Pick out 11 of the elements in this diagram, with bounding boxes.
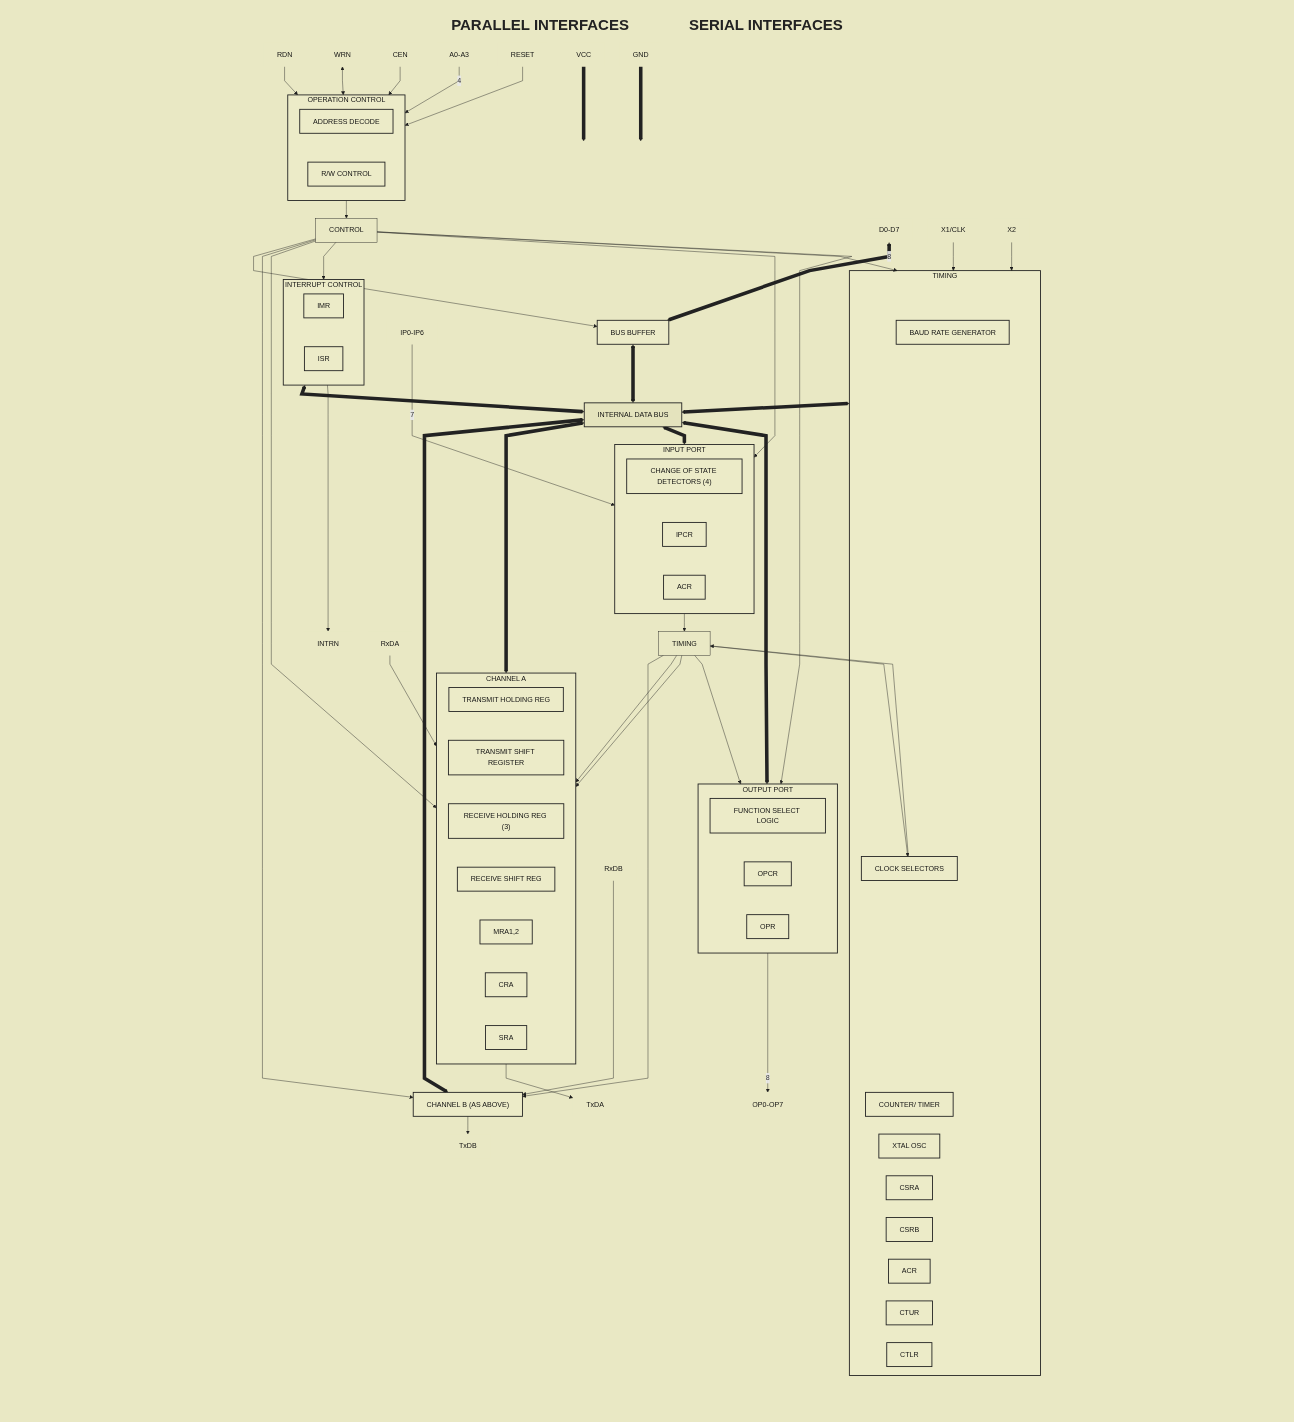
arrow: [681, 401, 850, 414]
arrow: [638, 66, 643, 142]
bracket-label: PARALLEL INTERFACES: [451, 16, 629, 33]
arrow: [662, 425, 687, 445]
arrow: [299, 385, 585, 414]
bracket-label: SERIAL INTERFACES: [688, 16, 843, 33]
arrow: [422, 418, 585, 1093]
arrow: [581, 66, 586, 142]
arrow: [504, 421, 585, 674]
arrow: [631, 344, 635, 403]
arrow: [667, 242, 892, 322]
